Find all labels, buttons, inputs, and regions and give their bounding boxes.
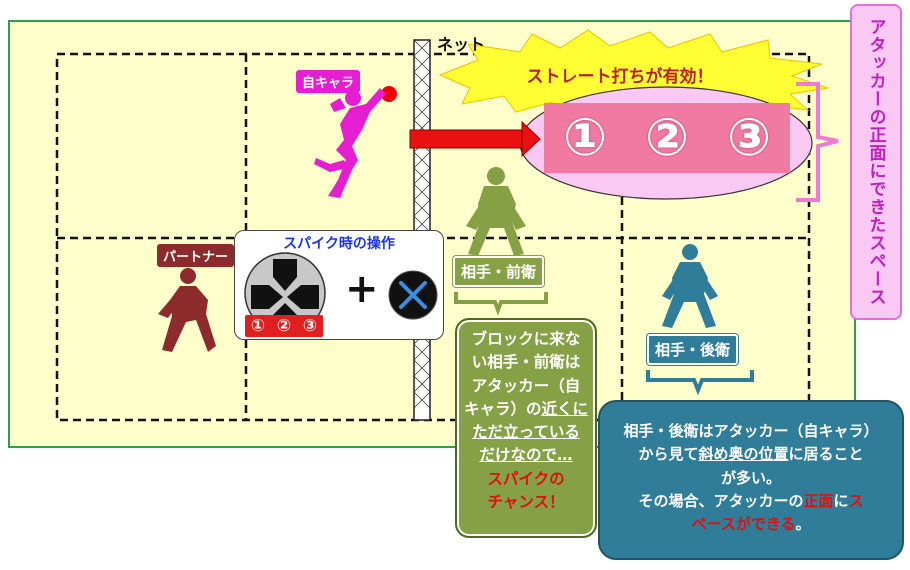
spike-controls-title: スパイク時の操作	[283, 236, 395, 252]
spike-controls-box: スパイク時の操作 ① ② ③	[234, 230, 444, 340]
sequence-3: ③	[302, 316, 318, 336]
space-number-1: ①	[562, 108, 608, 168]
front-opponent-note: ブロックに来な い相手・前衛は アタッカー（自 キャラ）の近くに ただ立っている…	[455, 318, 597, 538]
blue-note-line: ペースができる。	[691, 515, 811, 533]
ball	[381, 86, 397, 102]
cross-button-icon	[388, 270, 438, 320]
space-number-3: ③	[726, 108, 772, 168]
back-opponent-note: 相手・後衛はアタッカー（自キャラ） から見て斜め奥の位置に居ること が多い。 そ…	[598, 400, 904, 560]
space-numbers: ① ② ③	[544, 103, 790, 173]
self-silhouette	[314, 88, 386, 198]
straight-hit-callout: ストレート打ちが有効！	[526, 67, 714, 87]
opponent-back-silhouette	[662, 244, 718, 328]
opponent-back-tag: 相手・後衛	[647, 334, 739, 365]
green-note-line: だけなので…	[479, 446, 573, 465]
blue-note-line: 相手・後衛はアタッカー（自キャラ）	[623, 422, 879, 440]
blue-note-line: から見て斜め奥の位置に居ること	[638, 445, 864, 464]
opponent-front-silhouette	[466, 167, 526, 256]
attack-arrow	[409, 120, 541, 158]
green-note-line: キャラ）の近くに	[463, 399, 589, 418]
partner-silhouette	[158, 268, 216, 352]
green-note-line: チャンス！	[487, 492, 565, 511]
blue-note-line: その場合、アタッカーの正面にス	[638, 491, 864, 510]
partner-tag: パートナー	[157, 244, 235, 267]
net-label: ネット	[437, 35, 486, 54]
green-note-line: アタッカー（自	[471, 376, 581, 395]
opponent-front-tag: 相手・前衛	[453, 256, 545, 287]
back-bracket	[646, 370, 754, 396]
green-note-line: ブロックに来な	[471, 330, 581, 348]
front-bracket	[454, 292, 548, 316]
dpad-icon	[244, 252, 326, 334]
green-note-line: スパイクの	[487, 469, 565, 488]
plus-sign: +	[345, 266, 379, 312]
space-bracket	[796, 82, 839, 202]
sequence-1: ①	[250, 316, 266, 336]
space-number-2: ②	[644, 108, 690, 168]
self-tag: 自キャラ	[296, 70, 361, 93]
green-note-line: い相手・前衛は	[471, 353, 581, 372]
button-sequence: ① ② ③	[245, 315, 323, 337]
space-note-box: アタッカーの正面にできたスペース	[850, 4, 902, 320]
sequence-2: ②	[276, 316, 292, 336]
green-note-line: ただ立っている	[472, 423, 580, 441]
space-note-text: アタッカーの正面にできたスペース	[865, 18, 886, 306]
blue-note-line: が多い。	[720, 468, 781, 487]
